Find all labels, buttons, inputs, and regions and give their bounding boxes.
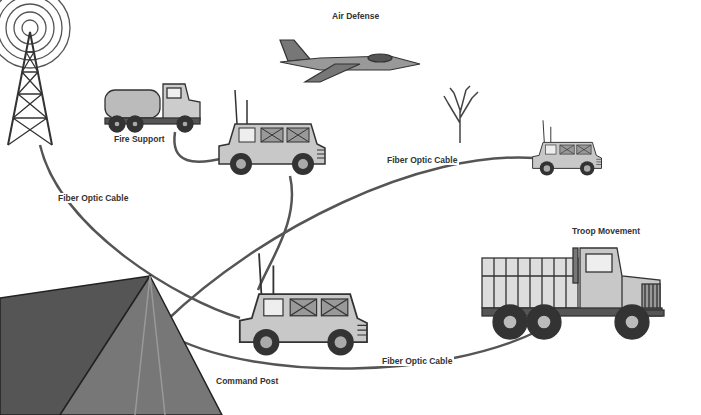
cargo-truck	[615, 305, 649, 339]
cargo-truck	[645, 284, 657, 310]
fuel-truck	[177, 116, 193, 132]
radio-tower	[8, 52, 52, 145]
radio-tower	[14, 12, 46, 44]
fuel-truck	[127, 116, 143, 132]
fuel-truck	[109, 116, 125, 132]
callout-label: Fiber Optic Cable	[56, 193, 130, 203]
cargo-truck	[625, 315, 639, 329]
fiber-cable	[174, 132, 225, 162]
radio-tower	[6, 4, 54, 52]
radio-tower	[8, 32, 52, 145]
radio-tower	[0, 0, 70, 145]
humvee	[219, 90, 325, 175]
cargo-truck	[642, 284, 660, 310]
command-tent	[60, 276, 222, 415]
fuel-truck	[132, 121, 138, 127]
tree	[444, 86, 478, 143]
cargo-truck	[621, 276, 622, 312]
cargo-truck	[482, 258, 578, 308]
cargo-truck	[586, 254, 612, 272]
fighter-jet	[280, 40, 310, 61]
command-tent	[135, 276, 165, 415]
cargo-truck	[493, 305, 527, 339]
callout-label: Troop Movement	[570, 226, 642, 236]
cargo-truck	[527, 305, 561, 339]
fuel-truck	[105, 90, 160, 118]
fighter-jet	[368, 54, 392, 62]
radio-tower	[0, 0, 62, 60]
fuel-truck	[167, 88, 181, 98]
callout-label: Fiber Optic Cable	[380, 356, 454, 366]
fuel-truck	[182, 121, 188, 127]
cargo-truck	[482, 258, 578, 308]
callout-label: Air Defense	[330, 11, 381, 21]
fighter-jet	[305, 64, 360, 82]
cargo-truck	[580, 248, 660, 312]
fuel-truck	[114, 121, 120, 127]
callout-label: Command Post	[214, 376, 280, 386]
tree	[444, 86, 478, 143]
fuel-truck	[163, 84, 200, 120]
humvee	[240, 253, 367, 355]
cargo-truck	[573, 248, 578, 283]
cargo-truck	[482, 248, 664, 339]
callout-label: Fire Support	[112, 134, 167, 144]
fiber-cable	[258, 176, 292, 290]
command-tent	[0, 276, 222, 415]
callout-label: Fiber Optic Cable	[385, 155, 459, 165]
cargo-truck	[503, 315, 517, 329]
humvee	[533, 120, 602, 175]
fuel-truck	[105, 84, 200, 132]
fighter-jet	[280, 40, 420, 82]
cargo-truck	[537, 315, 551, 329]
